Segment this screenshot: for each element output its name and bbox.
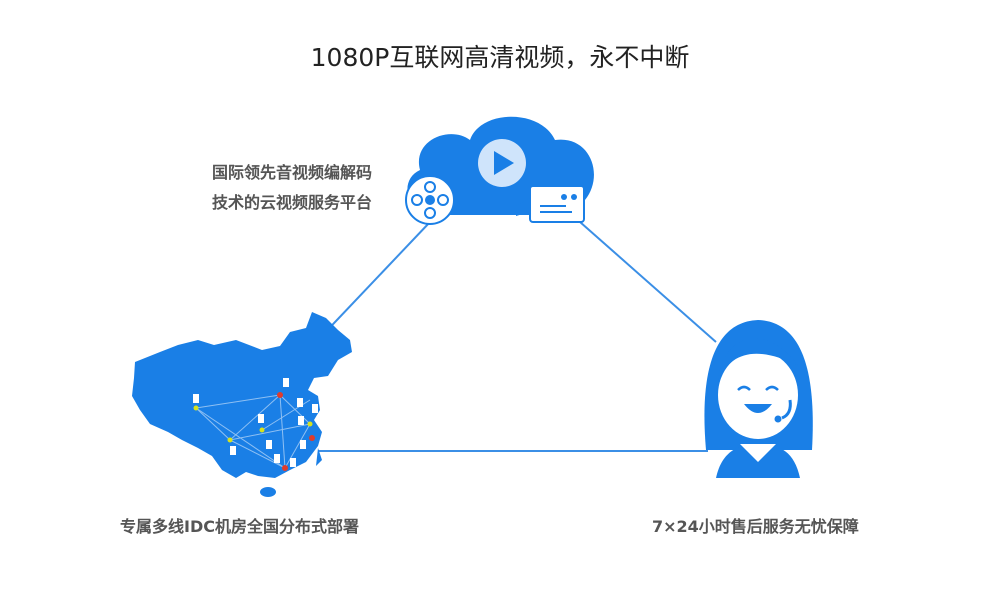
page-title: 1080P互联网高清视频，永不中断 — [310, 43, 690, 72]
service-caption: 7×24小时售后服务无忧保障 — [652, 517, 859, 536]
customer-service-agent-icon — [704, 320, 813, 478]
platform-caption: 国际领先音视频编解码 技术的云视频服务平台 — [212, 158, 372, 218]
film-reel-icon — [405, 175, 455, 225]
video-camera-icon — [516, 185, 585, 223]
connector-lines — [317, 221, 717, 452]
china-map-icon — [132, 312, 352, 497]
line-cloud-to-agent — [579, 221, 717, 343]
idc-caption: 专属多线IDC机房全国分布式部署 — [120, 517, 359, 536]
line-cloud-to-map — [317, 221, 431, 341]
platform-caption-line2: 技术的云视频服务平台 — [212, 193, 373, 212]
platform-caption-line1: 国际领先音视频编解码 — [212, 163, 373, 182]
